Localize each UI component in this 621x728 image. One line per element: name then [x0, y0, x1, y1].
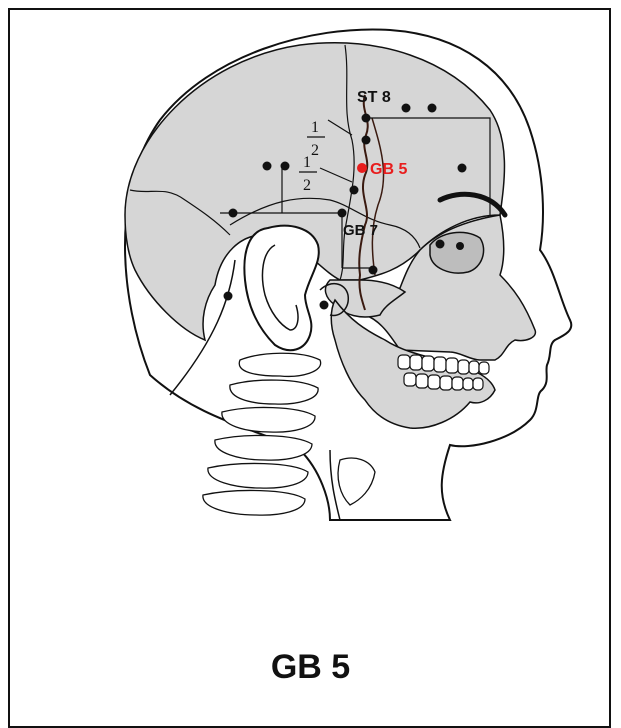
label-gb5: GB 5: [370, 161, 407, 178]
point: [281, 162, 290, 171]
point: [436, 240, 445, 249]
point: [350, 186, 359, 195]
point: [369, 266, 378, 275]
point: [229, 209, 238, 218]
point: [428, 104, 437, 113]
fraction-bottom-numerator: 1: [303, 154, 311, 171]
point-gb5-highlight: [357, 163, 367, 173]
point: [402, 104, 411, 113]
fraction-top-denominator: 2: [311, 142, 319, 159]
fraction-bottom-denominator: 2: [303, 177, 311, 194]
eye-pupil-icon: [456, 242, 464, 250]
point: [458, 164, 467, 173]
figure-caption: GB 5: [0, 648, 621, 687]
point: [362, 136, 371, 145]
eye-orbit: [430, 232, 484, 273]
label-gb7: GB 7: [343, 222, 378, 239]
fraction-top-numerator: 1: [311, 119, 319, 136]
point: [320, 301, 329, 310]
point-gb7: [338, 209, 347, 218]
point: [263, 162, 272, 171]
point: [224, 292, 233, 301]
label-st8: ST 8: [357, 89, 391, 106]
point-st8: [362, 114, 371, 123]
